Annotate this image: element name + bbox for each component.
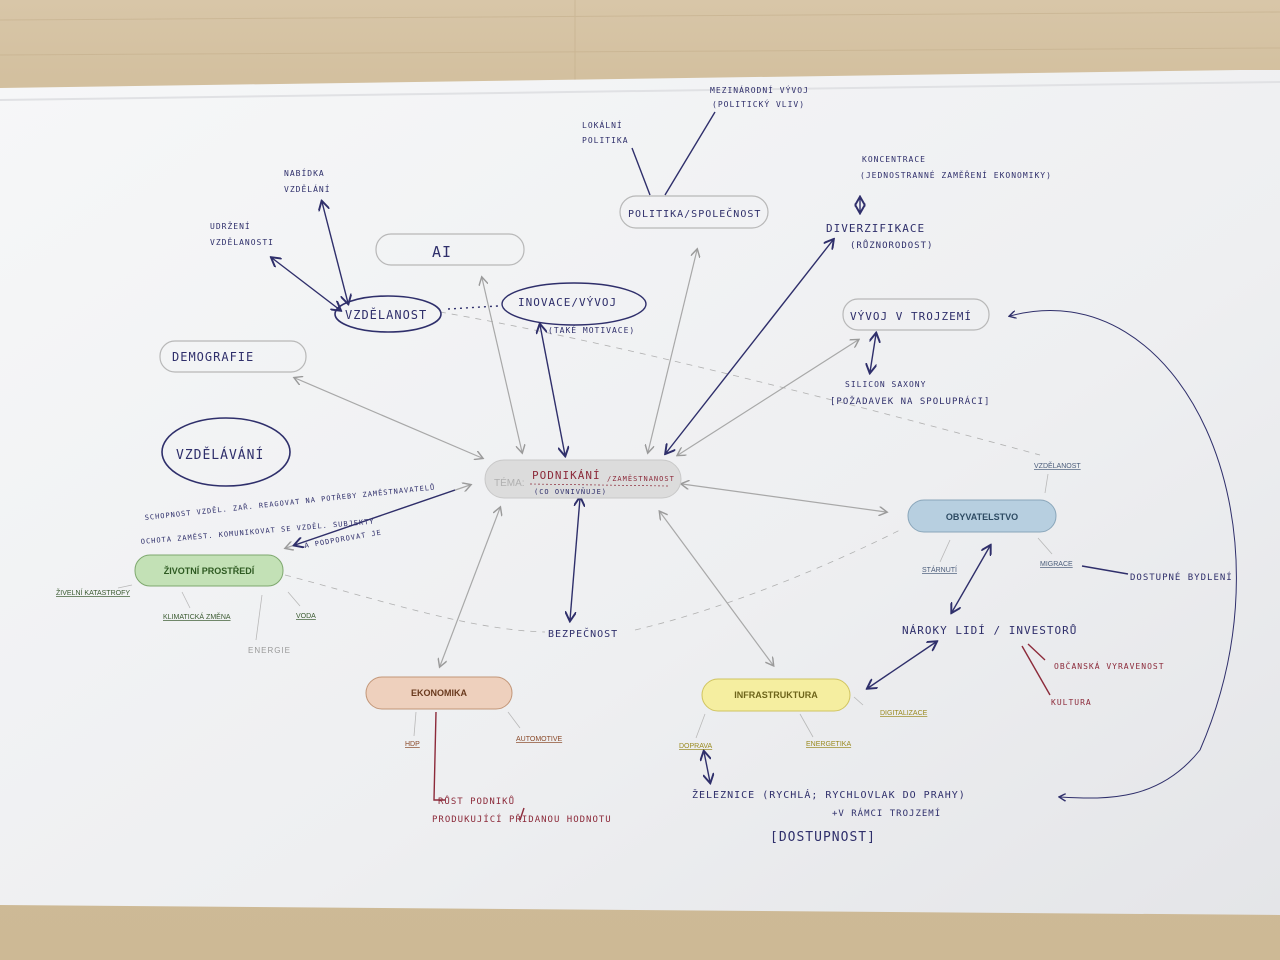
- note-diverzifikace-1: DIVERZIFIKACE: [826, 222, 925, 235]
- leaf-hdp: HDP: [405, 741, 420, 748]
- note-dostupne-bydleni: DOSTUPNÉ BYDLENÍ: [1130, 571, 1233, 583]
- bubble-inovace: INOVACE/VÝVOJ: [518, 296, 617, 309]
- note-koncentrace-2: (JEDNOSTRANNÉ ZAMĚŘENÍ EKONOMIKY): [860, 169, 1052, 180]
- note-lokalni-1: LOKÁLNÍ: [582, 119, 623, 130]
- leaf-zivelni: ŽIVELNÍ KATASTROFY: [56, 588, 130, 597]
- note-silicon-1: SILICON SAXONY: [845, 380, 926, 389]
- leaf-vzdelanost: VZDĚLANOST: [1034, 461, 1081, 470]
- infrastruktura-label: INFRASTRUKTURA: [734, 690, 818, 700]
- note-silicon-2: [POŽADAVEK NA SPOLUPRÁCI]: [830, 395, 990, 407]
- note-naroky: NÁROKY LIDÍ / INVESTORŮ: [902, 624, 1077, 637]
- bubble-demografie: DEMOGRAFIE: [172, 350, 254, 364]
- center-suffix: /ZAMĚSTNANOST: [607, 474, 675, 483]
- obyvatelstvo-label: OBYVATELSTVO: [946, 512, 1018, 522]
- note-nabidka-2: VZDĚLÁNÍ: [284, 183, 331, 194]
- center-node: TÉMA: PODNIKÁNÍ /ZAMĚSTNANOST (CO OVNIVŇ…: [484, 459, 682, 499]
- note-udrzeni-1: UDRŽENÍ: [210, 220, 251, 231]
- leaf-energie: ENERGIE: [248, 646, 291, 655]
- note-kultura: KULTURA: [1051, 698, 1092, 707]
- note-dostupnost: [DOSTUPNOST]: [770, 830, 876, 845]
- hand-notes-red: OBČANSKÁ VYRAVENOST KULTURA RŮST PODNIKŮ…: [432, 660, 1165, 825]
- leaf-voda: VODA: [296, 613, 316, 620]
- note-lokalni-2: POLITIKA: [582, 136, 629, 145]
- note-udrzeni-2: VZDĚLANOSTI: [210, 236, 274, 247]
- note-koncentrace-1: KONCENTRACE: [862, 155, 926, 164]
- bubble-ai: AI: [432, 243, 452, 261]
- infrastruktura-node: INFRASTRUKTURA: [701, 678, 851, 712]
- note-obcanska: OBČANSKÁ VYRAVENOST: [1054, 660, 1165, 671]
- note-rust-1: RŮST PODNIKŮ: [438, 795, 515, 807]
- note-mezinarodni-1: MEZINÁRODNÍ VÝVOJ: [710, 84, 809, 95]
- note-bezpecnost: BEZPEČNOST: [548, 627, 618, 640]
- zivotni-prostredi-label: ŽIVOTNÍ PROSTŘEDÍ: [164, 565, 255, 576]
- note-nabidka-1: NABÍDKA: [284, 167, 325, 178]
- center-prefix: TÉMA:: [494, 476, 525, 489]
- desk-surface: [0, 0, 1280, 90]
- leaf-starnuti: STÁRNUTÍ: [922, 565, 957, 574]
- note-zeleznice-1: ŽELEZNICE (RYCHLÁ; RYCHLOVLAK DO PRAHY): [692, 788, 966, 801]
- ink-lines-red: [433, 643, 1051, 821]
- leaf-digitalizace: DIGITALIZACE: [880, 710, 928, 717]
- printed-leaves: VZDĚLANOST STÁRNUTÍ MIGRACE ŽIVELNÍ KATA…: [56, 461, 1081, 750]
- obyvatelstvo-node: OBYVATELSTVO: [907, 499, 1057, 533]
- hand-bubbles: AI DEMOGRAFIE VZDĚLANOST INOVACE/VÝVOJ (…: [159, 195, 990, 487]
- center-sub: (CO OVNIVŇUJE): [534, 487, 607, 496]
- bubble-politika: POLITIKA/SPOLEČNOST: [628, 207, 761, 220]
- note-zeleznice-2: +V RÁMCI TROJZEMÍ: [832, 807, 941, 819]
- leaf-doprava: DOPRAVA: [679, 743, 713, 750]
- leaf-energetika: ENERGETIKA: [806, 741, 851, 748]
- leaf-automotive: AUTOMOTIVE: [516, 736, 562, 743]
- center-main: PODNIKÁNÍ: [532, 469, 601, 482]
- leaf-klimaticka: KLIMATICKÁ ZMĚNA: [163, 612, 231, 621]
- bubble-vyvoj-trojzemi: VÝVOJ V TROJZEMÍ: [850, 310, 972, 323]
- note-mezinarodni-2: (POLITICKÝ VLIV): [712, 98, 805, 109]
- ekonomika-label: EKONOMIKA: [411, 688, 468, 698]
- note-rust-2: PRODUKUJÍCÍ PŘIDANOU HODNOTU: [432, 813, 612, 825]
- bubble-vzdelavani: VZDĚLÁVÁNÍ: [176, 447, 264, 463]
- zivotni-prostredi-node: ŽIVOTNÍ PROSTŘEDÍ: [134, 554, 284, 587]
- bubble-vzdelanost: VZDĚLANOST: [345, 307, 427, 322]
- note-diverzifikace-2: (RŮZNORODOST): [850, 239, 933, 251]
- ekonomika-node: EKONOMIKA: [365, 676, 513, 710]
- ink-arrows: [272, 111, 1237, 798]
- note-take-motivace: (TAKÉ MOTIVACE): [548, 324, 635, 335]
- leaf-migrace: MIGRACE: [1040, 561, 1073, 568]
